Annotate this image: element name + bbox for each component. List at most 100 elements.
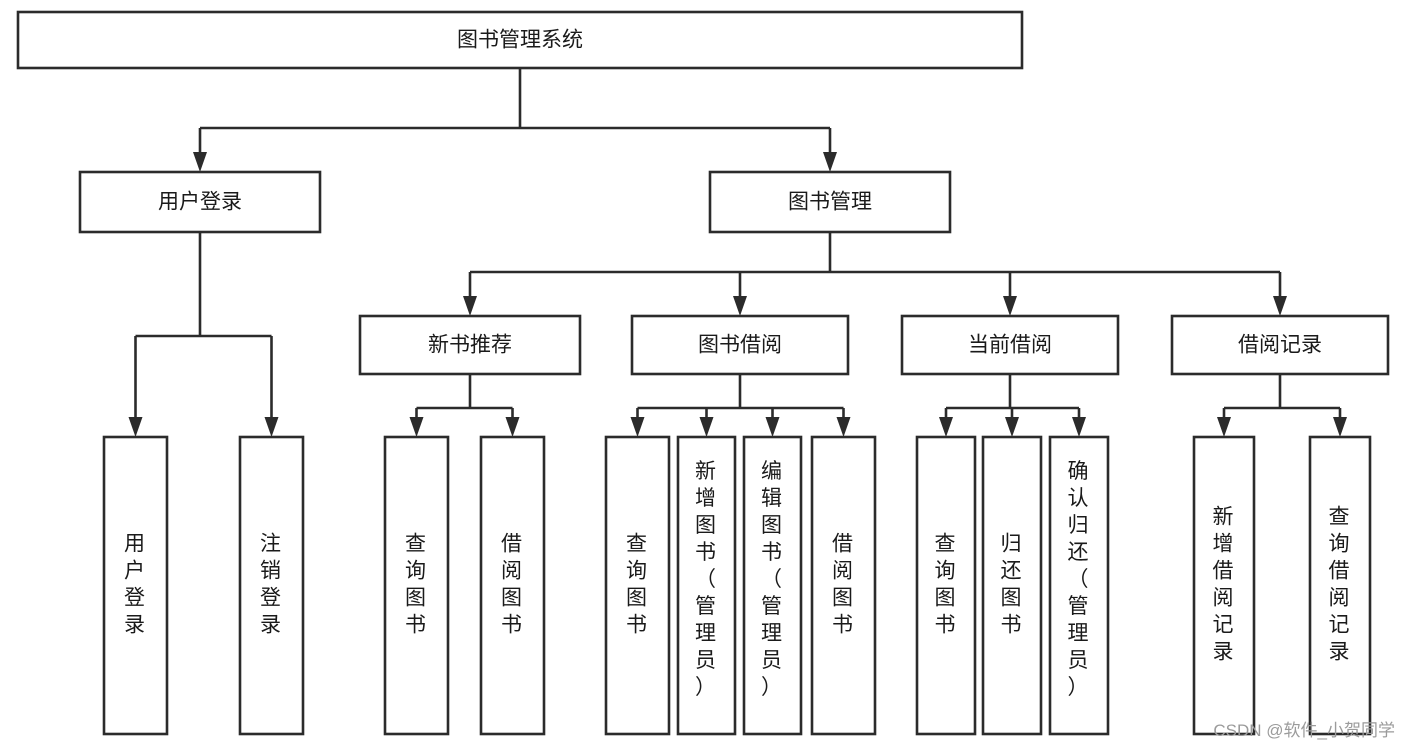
node-label-leaf-add-book-admin-char-3: 书 — [695, 541, 718, 564]
node-label-leaf-logout-login-char-2: 登 — [260, 587, 283, 610]
node-box-borrow-record — [1170, 314, 1390, 376]
node-label-leaf-add-book-admin-char-2: 图 — [695, 514, 718, 537]
node-label-leaf-confirm-return-admin-char-2: 归 — [1068, 514, 1091, 537]
arrow-head-icon-leaf-return-book — [1005, 417, 1019, 437]
node-label-leaf-query-book-borrow-char-3: 书 — [626, 614, 649, 637]
arrow-head-icon-leaf-borrow-book — [836, 417, 851, 437]
node-label-leaf-edit-book-admin-char-4: （ — [761, 568, 784, 591]
node-label-leaf-confirm-return-admin-char-7: 员 — [1068, 649, 1091, 672]
node-label-leaf-edit-book-admin-char-5: 管 — [761, 595, 784, 618]
node-box-leaf-add-book-admin — [676, 435, 737, 736]
arrow-head-icon-leaf-logout-login — [264, 417, 279, 437]
node-box-user-login — [78, 170, 322, 234]
node-leaf-user-login[interactable]: 用户登录 — [102, 435, 169, 736]
node-label-book-manage: 图书管理 — [788, 191, 872, 214]
boxes-layer: 图书管理系统用户登录图书管理新书推荐图书借阅当前借阅借阅记录用户登录注销登录查询… — [16, 10, 1390, 736]
node-label-leaf-user-login-char-2: 登 — [124, 587, 147, 610]
node-label-leaf-add-book-admin-char-0: 新 — [695, 460, 718, 483]
csdn-watermark: CSDN @软件_小贺同学 — [1213, 721, 1395, 740]
node-label-leaf-return-book-char-0: 归 — [1001, 533, 1024, 556]
arrow-head-icon-leaf-add-borrow-record — [1217, 417, 1231, 437]
arrow-head-icon-leaf-query-book-borrow — [630, 417, 645, 437]
arrow-head-icon-leaf-confirm-return-admin — [1072, 417, 1086, 437]
node-box-leaf-borrow-book — [810, 435, 877, 736]
node-label-leaf-add-borrow-record-char-1: 增 — [1213, 533, 1236, 556]
node-box-leaf-confirm-return-admin — [1048, 435, 1110, 736]
node-label-leaf-edit-book-admin-char-2: 图 — [761, 514, 784, 537]
node-current-borrow[interactable]: 当前借阅 — [900, 314, 1120, 376]
node-label-leaf-confirm-return-admin-char-0: 确 — [1068, 460, 1091, 483]
node-box-book-borrow — [630, 314, 850, 376]
node-box-current-borrow — [900, 314, 1120, 376]
node-box-leaf-borrow-book-recommend — [479, 435, 546, 736]
node-label-leaf-add-book-admin-char-4: （ — [695, 568, 718, 591]
arrow-head-icon-leaf-query-book-recommend — [409, 417, 424, 437]
node-label-leaf-borrow-book-recommend-char-1: 阅 — [501, 560, 524, 583]
arrow-head-icon-book-manage — [823, 152, 837, 172]
arrow-head-icon-leaf-user-login — [128, 417, 143, 437]
node-borrow-record[interactable]: 借阅记录 — [1170, 314, 1390, 376]
node-label-leaf-add-borrow-record-char-4: 记 — [1213, 614, 1236, 637]
node-label-leaf-query-book-recommend-char-0: 查 — [405, 533, 428, 556]
node-box-leaf-query-book-recommend — [383, 435, 450, 736]
arrow-head-icon-leaf-query-book-current — [939, 417, 953, 437]
node-label-leaf-add-borrow-record-char-2: 借 — [1213, 560, 1236, 583]
node-box-leaf-add-borrow-record — [1192, 435, 1256, 736]
arrow-head-icon-current-borrow — [1003, 296, 1017, 316]
node-label-leaf-add-borrow-record-char-5: 录 — [1213, 641, 1236, 664]
node-box-leaf-query-book-borrow — [604, 435, 671, 736]
node-book-manage[interactable]: 图书管理 — [708, 170, 952, 234]
node-box-root — [16, 10, 1024, 70]
node-label-leaf-borrow-book-char-3: 书 — [832, 614, 855, 637]
arrow-head-icon-borrow-record — [1273, 296, 1287, 316]
node-label-leaf-borrow-book-char-0: 借 — [832, 533, 855, 556]
node-label-leaf-user-login-char-3: 录 — [124, 614, 147, 637]
node-label-leaf-confirm-return-admin-char-4: （ — [1068, 568, 1091, 591]
arrow-head-icon-leaf-query-borrow-record — [1333, 417, 1347, 437]
arrow-head-icon-user-login — [193, 152, 207, 172]
node-label-leaf-return-book-char-3: 书 — [1001, 614, 1024, 637]
node-user-login[interactable]: 用户登录 — [78, 170, 322, 234]
arrow-head-icon-leaf-borrow-book-recommend — [505, 417, 520, 437]
node-label-leaf-return-book-char-1: 还 — [1001, 560, 1024, 583]
node-label-leaf-logout-login-char-1: 销 — [260, 560, 283, 583]
node-label-borrow-record: 借阅记录 — [1238, 334, 1322, 357]
node-label-leaf-edit-book-admin-char-1: 辑 — [761, 487, 784, 510]
node-label-leaf-borrow-book-recommend-char-2: 图 — [501, 587, 524, 610]
node-box-leaf-user-login — [102, 435, 169, 736]
node-label-root: 图书管理系统 — [457, 29, 583, 52]
node-root[interactable]: 图书管理系统 — [16, 10, 1024, 70]
node-label-leaf-user-login-char-1: 户 — [124, 560, 147, 583]
node-label-leaf-edit-book-admin-char-8: ） — [761, 676, 784, 699]
arrow-head-icon-new-book-recommend — [463, 296, 477, 316]
node-label-leaf-add-book-admin-char-5: 管 — [695, 595, 718, 618]
node-new-book-recommend[interactable]: 新书推荐 — [358, 314, 582, 376]
node-label-leaf-query-book-recommend-char-1: 询 — [405, 560, 428, 583]
node-box-leaf-edit-book-admin — [742, 435, 803, 736]
node-box-leaf-logout-login — [238, 435, 305, 736]
node-label-leaf-query-borrow-record-char-4: 记 — [1329, 614, 1352, 637]
node-label-leaf-user-login-char-0: 用 — [124, 533, 147, 556]
node-label-leaf-query-book-current-char-1: 询 — [935, 560, 958, 583]
node-label-leaf-logout-login-char-3: 录 — [260, 614, 283, 637]
node-label-leaf-confirm-return-admin-char-8: ） — [1068, 676, 1091, 699]
node-box-book-manage — [708, 170, 952, 234]
node-label-leaf-query-book-current-char-2: 图 — [935, 587, 958, 610]
node-box-leaf-return-book — [981, 435, 1043, 736]
node-label-leaf-borrow-book-recommend-char-3: 书 — [501, 614, 524, 637]
node-label-leaf-query-book-borrow-char-2: 图 — [626, 587, 649, 610]
node-book-borrow[interactable]: 图书借阅 — [630, 314, 850, 376]
